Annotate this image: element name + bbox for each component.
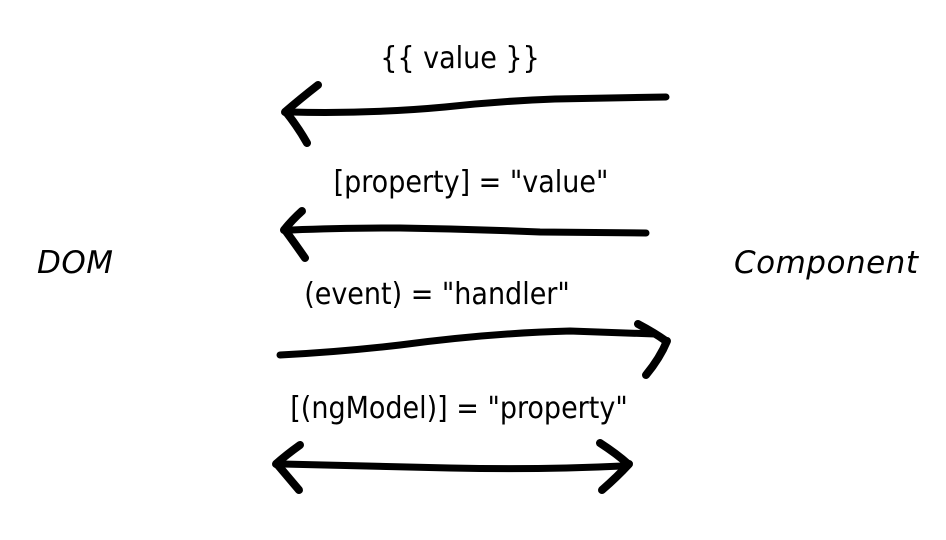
endpoint-label-dom: DOM xyxy=(37,245,114,281)
binding-label-property-binding: [property] = "value" xyxy=(333,165,609,200)
arrow-two-way-binding xyxy=(272,439,633,494)
binding-label-event-binding: (event) = "handler" xyxy=(304,277,570,312)
endpoint-label-component: Component xyxy=(734,245,919,281)
arrow-event-binding xyxy=(276,320,671,379)
binding-label-interpolation: {{ value }} xyxy=(380,41,540,76)
arrow-property-binding xyxy=(280,207,650,262)
arrow-interpolation xyxy=(281,81,670,147)
binding-label-two-way-binding: [(ngModel)] = "property" xyxy=(290,391,628,426)
